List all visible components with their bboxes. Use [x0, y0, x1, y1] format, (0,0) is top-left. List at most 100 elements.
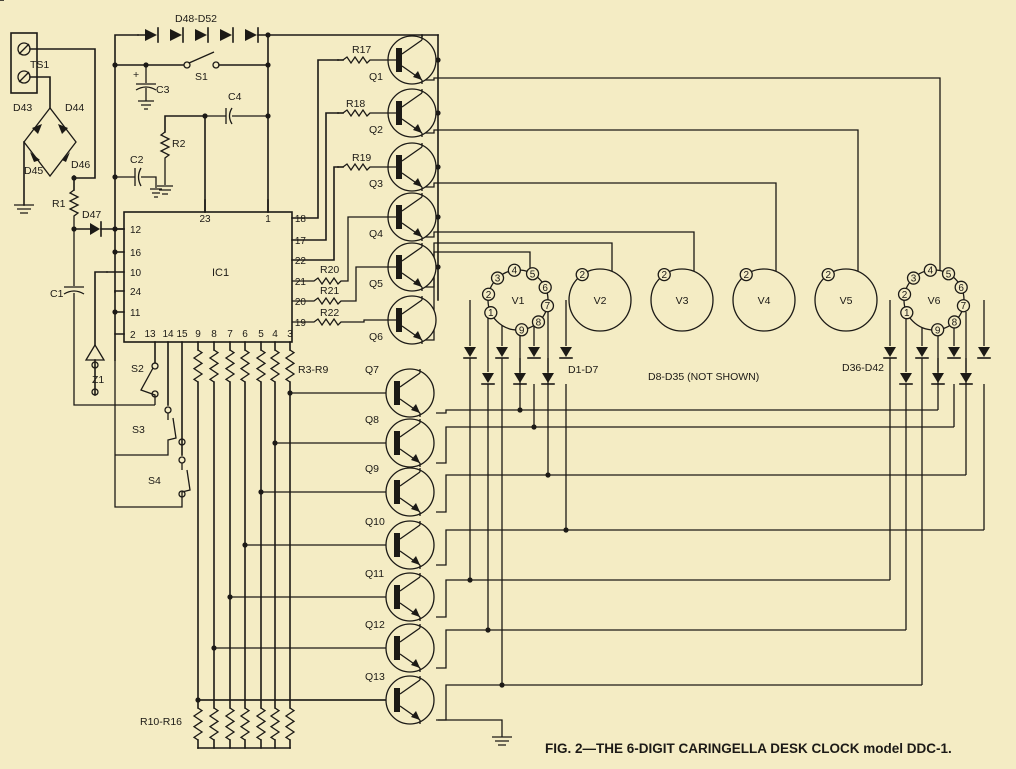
diode-d3: [496, 347, 508, 357]
tube-v1-pin-8: 8: [531, 315, 546, 329]
figure-caption: FIG. 2—THE 6-DIGIT CARINGELLA DESK CLOCK…: [545, 741, 952, 756]
svg-text:3: 3: [495, 274, 501, 285]
switch-s2: [151, 362, 159, 370]
svg-text:4: 4: [928, 266, 934, 277]
resistor-r6: [239, 349, 251, 383]
diode-d39: [932, 373, 944, 383]
capacitor-c1: [63, 229, 155, 406]
resistor-r22: [292, 317, 396, 327]
tube-v2: V22: [568, 267, 632, 332]
ic1-pin-3: 3: [287, 329, 293, 340]
tube-v6-pin-3: 3: [906, 271, 921, 285]
ic1-pin-16: 16: [130, 248, 142, 259]
ic1-chip: [123, 211, 293, 343]
tube-v1-pin-9: 9: [515, 323, 529, 337]
label-q3: Q3: [369, 178, 383, 190]
diode-string-d48-d52: [145, 27, 259, 43]
transistor-q10: [385, 520, 435, 570]
resistor-r14: [255, 707, 267, 741]
svg-text:1: 1: [488, 308, 494, 319]
label-q11: Q11: [365, 568, 384, 580]
svg-text:7: 7: [961, 301, 967, 312]
label-c3-plus: +: [133, 69, 139, 81]
ic1-pin-11: 11: [130, 308, 141, 319]
diode-d4: [514, 373, 526, 383]
transistor-q2: [387, 88, 437, 138]
ic1-pin-18: 18: [295, 214, 307, 225]
diode-d6: [542, 373, 554, 383]
tube-v1-pin-5: 5: [525, 267, 540, 281]
cathode-bus-lines: [195, 300, 985, 721]
label-ic1: IC1: [212, 267, 229, 279]
ic1-pin-15: 15: [176, 329, 188, 340]
label-s1: S1: [195, 71, 208, 83]
tube-v1-pin-6: 6: [538, 280, 552, 294]
label-ts1: TS1: [30, 59, 49, 71]
ic1-pin-10: 10: [130, 268, 142, 279]
label-q12: Q12: [365, 619, 385, 631]
switch-s4: [178, 456, 186, 464]
capacitor-c3: [135, 65, 157, 110]
ic1-pin-14: 14: [162, 329, 174, 340]
label-d8-d35: D8-D35 (NOT SHOWN): [648, 371, 759, 383]
tube-v1-pin-1: 1: [484, 306, 498, 320]
label-r18: R18: [346, 98, 365, 110]
switch-s1: [183, 61, 191, 69]
label-r21: R21: [320, 285, 339, 297]
label-r10-r16: R10-R16: [140, 716, 182, 728]
diode-d37: [900, 373, 912, 383]
svg-text:2: 2: [579, 270, 585, 281]
ic1-pin-4: 4: [272, 329, 278, 340]
ground-symbol: [14, 204, 34, 214]
svg-text:2: 2: [743, 270, 749, 281]
tube-v4-pin-2: 2: [739, 267, 753, 282]
svg-text:2: 2: [486, 290, 492, 301]
tube-v2-pin-2: 2: [575, 267, 589, 282]
tube-v3-pin-2: 2: [657, 267, 671, 282]
label-v4: V4: [758, 295, 771, 307]
diode-d38: [916, 347, 928, 357]
resistor-r1: [68, 189, 80, 229]
label-r17: R17: [352, 44, 371, 56]
ic1-pin-21: 21: [295, 277, 307, 288]
svg-text:2: 2: [825, 270, 831, 281]
label-d48-d52: D48-D52: [175, 13, 217, 25]
ic1-pin-6: 6: [242, 329, 248, 340]
crystal-z1: [84, 343, 106, 361]
svg-text:9: 9: [935, 325, 941, 336]
label-r2: R2: [172, 138, 186, 150]
label-q6: Q6: [369, 331, 383, 343]
ic1-pin-13: 13: [144, 329, 156, 340]
label-q8: Q8: [365, 414, 379, 426]
circuit-wiring: [10, 27, 985, 749]
resistor-r9: [284, 349, 296, 383]
ic1-pin-24: 24: [130, 287, 142, 298]
resistor-r7: [255, 349, 267, 383]
ic1-pin-20: 20: [295, 297, 307, 308]
transistor-q8: [385, 418, 435, 468]
label-q7: Q7: [365, 364, 379, 376]
capacitor-c4: [205, 107, 268, 125]
svg-text:5: 5: [946, 269, 952, 280]
tube-v6-pin-9: 9: [931, 323, 945, 337]
label-c1: C1: [50, 288, 64, 300]
label-q5: Q5: [369, 278, 383, 290]
label-v6: V6: [928, 295, 941, 307]
tube-v5: V52: [814, 267, 878, 332]
resistor-r18: [342, 108, 396, 118]
label-q10: Q10: [365, 516, 385, 528]
transistor-q13: [385, 675, 435, 725]
label-d46: D46: [71, 159, 90, 171]
diode-d2: [482, 373, 494, 383]
label-q13: Q13: [365, 671, 385, 683]
ic1-pin-2: 2: [130, 330, 136, 341]
label-r19: R19: [352, 152, 371, 164]
label-v1: V1: [512, 295, 525, 307]
ic1-pin-9: 9: [195, 329, 201, 340]
label-z1: Z1: [92, 374, 104, 386]
label-q4: Q4: [369, 228, 383, 240]
label-r1: R1: [52, 198, 66, 210]
tube-v6-pin-1: 1: [900, 306, 914, 320]
